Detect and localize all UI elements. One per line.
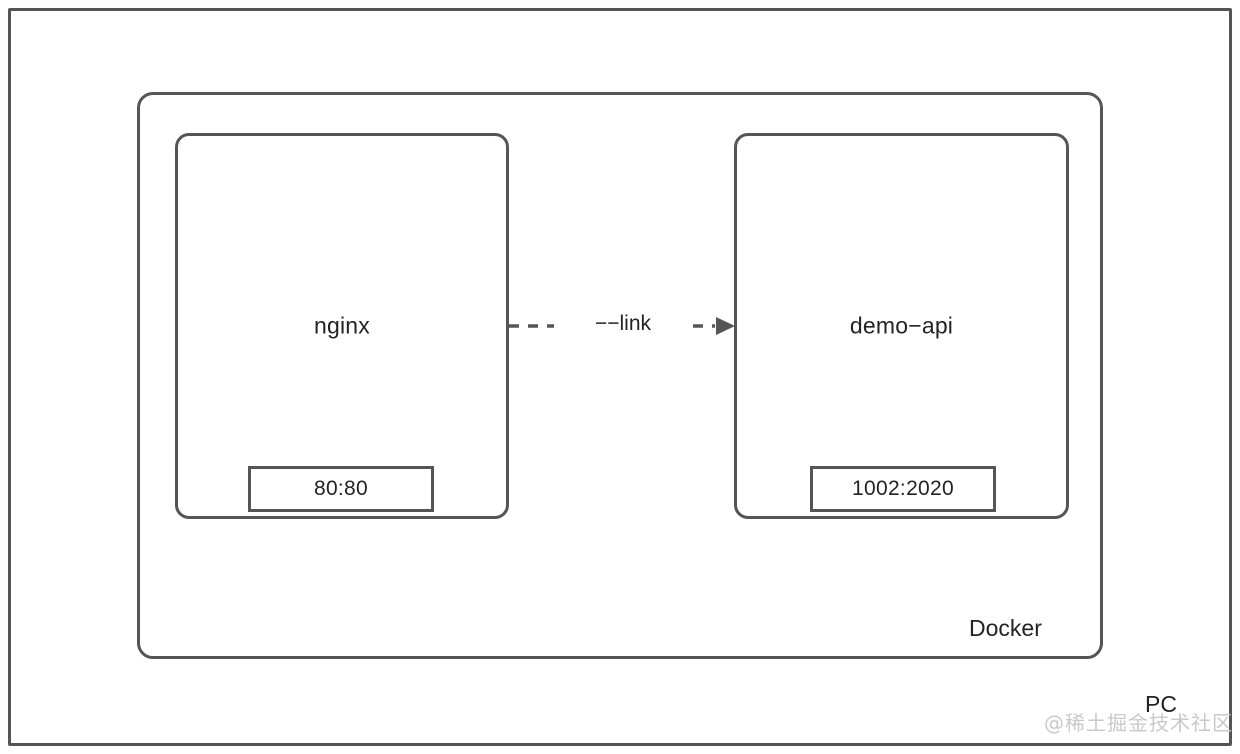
link-connector-label: −−link [594, 312, 652, 335]
watermark-text: @稀土掘金技术社区 [1044, 711, 1233, 735]
port-mapping-demo-api: 1002:2020 [810, 466, 996, 512]
service-label-nginx: nginx [314, 312, 370, 339]
service-box-nginx: nginx [175, 133, 509, 519]
port-mapping-nginx: 80:80 [248, 466, 434, 512]
service-label-demo-api: demo−api [849, 312, 954, 339]
pc-boundary-box [8, 8, 1232, 746]
service-box-demo-api: demo−api [734, 133, 1069, 519]
pc-boundary-label: PC [1145, 691, 1177, 717]
docker-boundary-box [137, 92, 1103, 659]
docker-boundary-label: Docker [969, 615, 1042, 641]
